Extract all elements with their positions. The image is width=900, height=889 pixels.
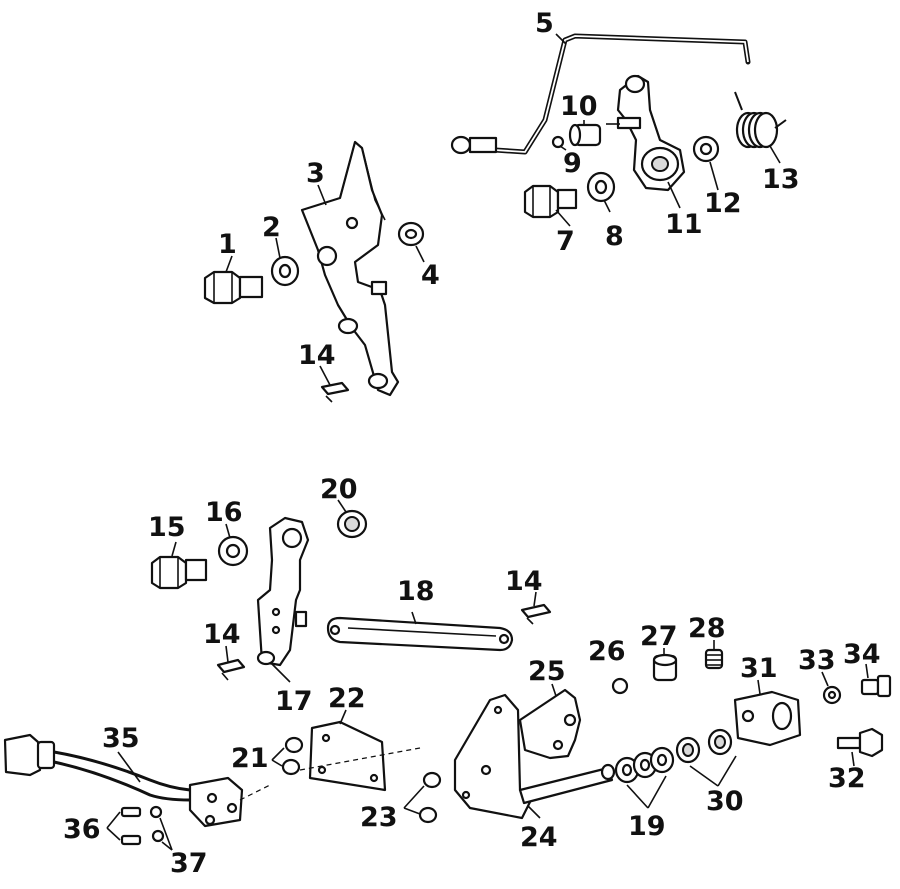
part-11-lever [606, 74, 686, 192]
part-35-switch-harness [3, 733, 271, 828]
part-18-link [326, 616, 514, 652]
part-4-washer [397, 221, 425, 247]
part-20-bushing [336, 509, 368, 539]
part-25-lever [518, 688, 582, 760]
label-4: 4 [421, 260, 440, 291]
label-18: 18 [397, 576, 435, 607]
label-10: 10 [560, 91, 598, 122]
part-14-clip-upper [320, 381, 350, 403]
part-9-washer [551, 135, 565, 149]
part-24-bracket-shaft [453, 693, 616, 820]
part-16-washer [217, 535, 249, 567]
label-14-left: 14 [203, 619, 241, 650]
label-14-upper: 14 [298, 340, 336, 371]
label-21: 21 [231, 743, 269, 774]
label-24: 24 [520, 822, 558, 853]
part-1-bolt [203, 270, 264, 305]
label-3: 3 [306, 158, 325, 189]
part-15-bolt [150, 555, 208, 590]
part-37-washers [149, 805, 173, 851]
label-36: 36 [63, 814, 101, 845]
part-2-washer [270, 255, 300, 287]
part-36-screws [106, 806, 142, 846]
part-13-spring [734, 91, 787, 149]
label-33: 33 [798, 645, 836, 676]
part-22-plate [299, 720, 421, 792]
part-21-screws [271, 736, 304, 776]
part-17-bracket [256, 516, 310, 667]
part-3-bracket [300, 140, 400, 397]
part-31-block [733, 690, 802, 747]
label-17: 17 [275, 686, 313, 717]
label-9: 9 [563, 148, 582, 179]
label-16: 16 [205, 497, 243, 528]
label-30: 30 [706, 786, 744, 817]
part-19-washers [614, 746, 675, 809]
part-10-spacer [568, 123, 602, 147]
part-23-screws [403, 771, 442, 824]
label-1: 1 [218, 229, 237, 260]
label-26: 26 [588, 636, 626, 667]
label-28: 28 [688, 613, 726, 644]
label-22: 22 [328, 683, 366, 714]
label-8: 8 [605, 221, 624, 252]
label-23: 23 [360, 802, 398, 833]
part-27-sleeve [652, 653, 678, 682]
label-34: 34 [843, 639, 881, 670]
part-5-rod [450, 33, 751, 155]
label-11: 11 [665, 209, 703, 240]
label-25: 25 [528, 656, 566, 687]
label-13: 13 [762, 164, 800, 195]
label-2: 2 [262, 212, 281, 243]
part-28-spring [704, 648, 724, 670]
label-15: 15 [148, 512, 186, 543]
part-7-bolt [523, 184, 578, 219]
part-34-screw [860, 674, 892, 698]
part-14-clip-left [216, 658, 246, 681]
label-7: 7 [556, 226, 575, 257]
label-5: 5 [535, 8, 554, 39]
part-30-bushings [675, 728, 737, 787]
label-12: 12 [704, 188, 742, 219]
part-8-washer [586, 171, 616, 203]
label-27: 27 [640, 621, 678, 652]
part-26-ball [611, 677, 629, 695]
label-20: 20 [320, 474, 358, 505]
label-37: 37 [170, 848, 208, 879]
label-31: 31 [740, 653, 778, 684]
part-14-clip-right [520, 603, 552, 625]
part-33-washer [822, 685, 842, 705]
label-14-right: 14 [505, 566, 543, 597]
part-32-bolt [836, 727, 884, 758]
leader-lines [117, 33, 869, 819]
part-12-washer [692, 135, 720, 163]
label-35: 35 [102, 723, 140, 754]
label-32: 32 [828, 763, 866, 794]
callout-labels: 1 2 3 4 5 7 8 9 10 11 12 13 14 15 16 17 … [63, 8, 881, 879]
label-19: 19 [628, 811, 666, 842]
